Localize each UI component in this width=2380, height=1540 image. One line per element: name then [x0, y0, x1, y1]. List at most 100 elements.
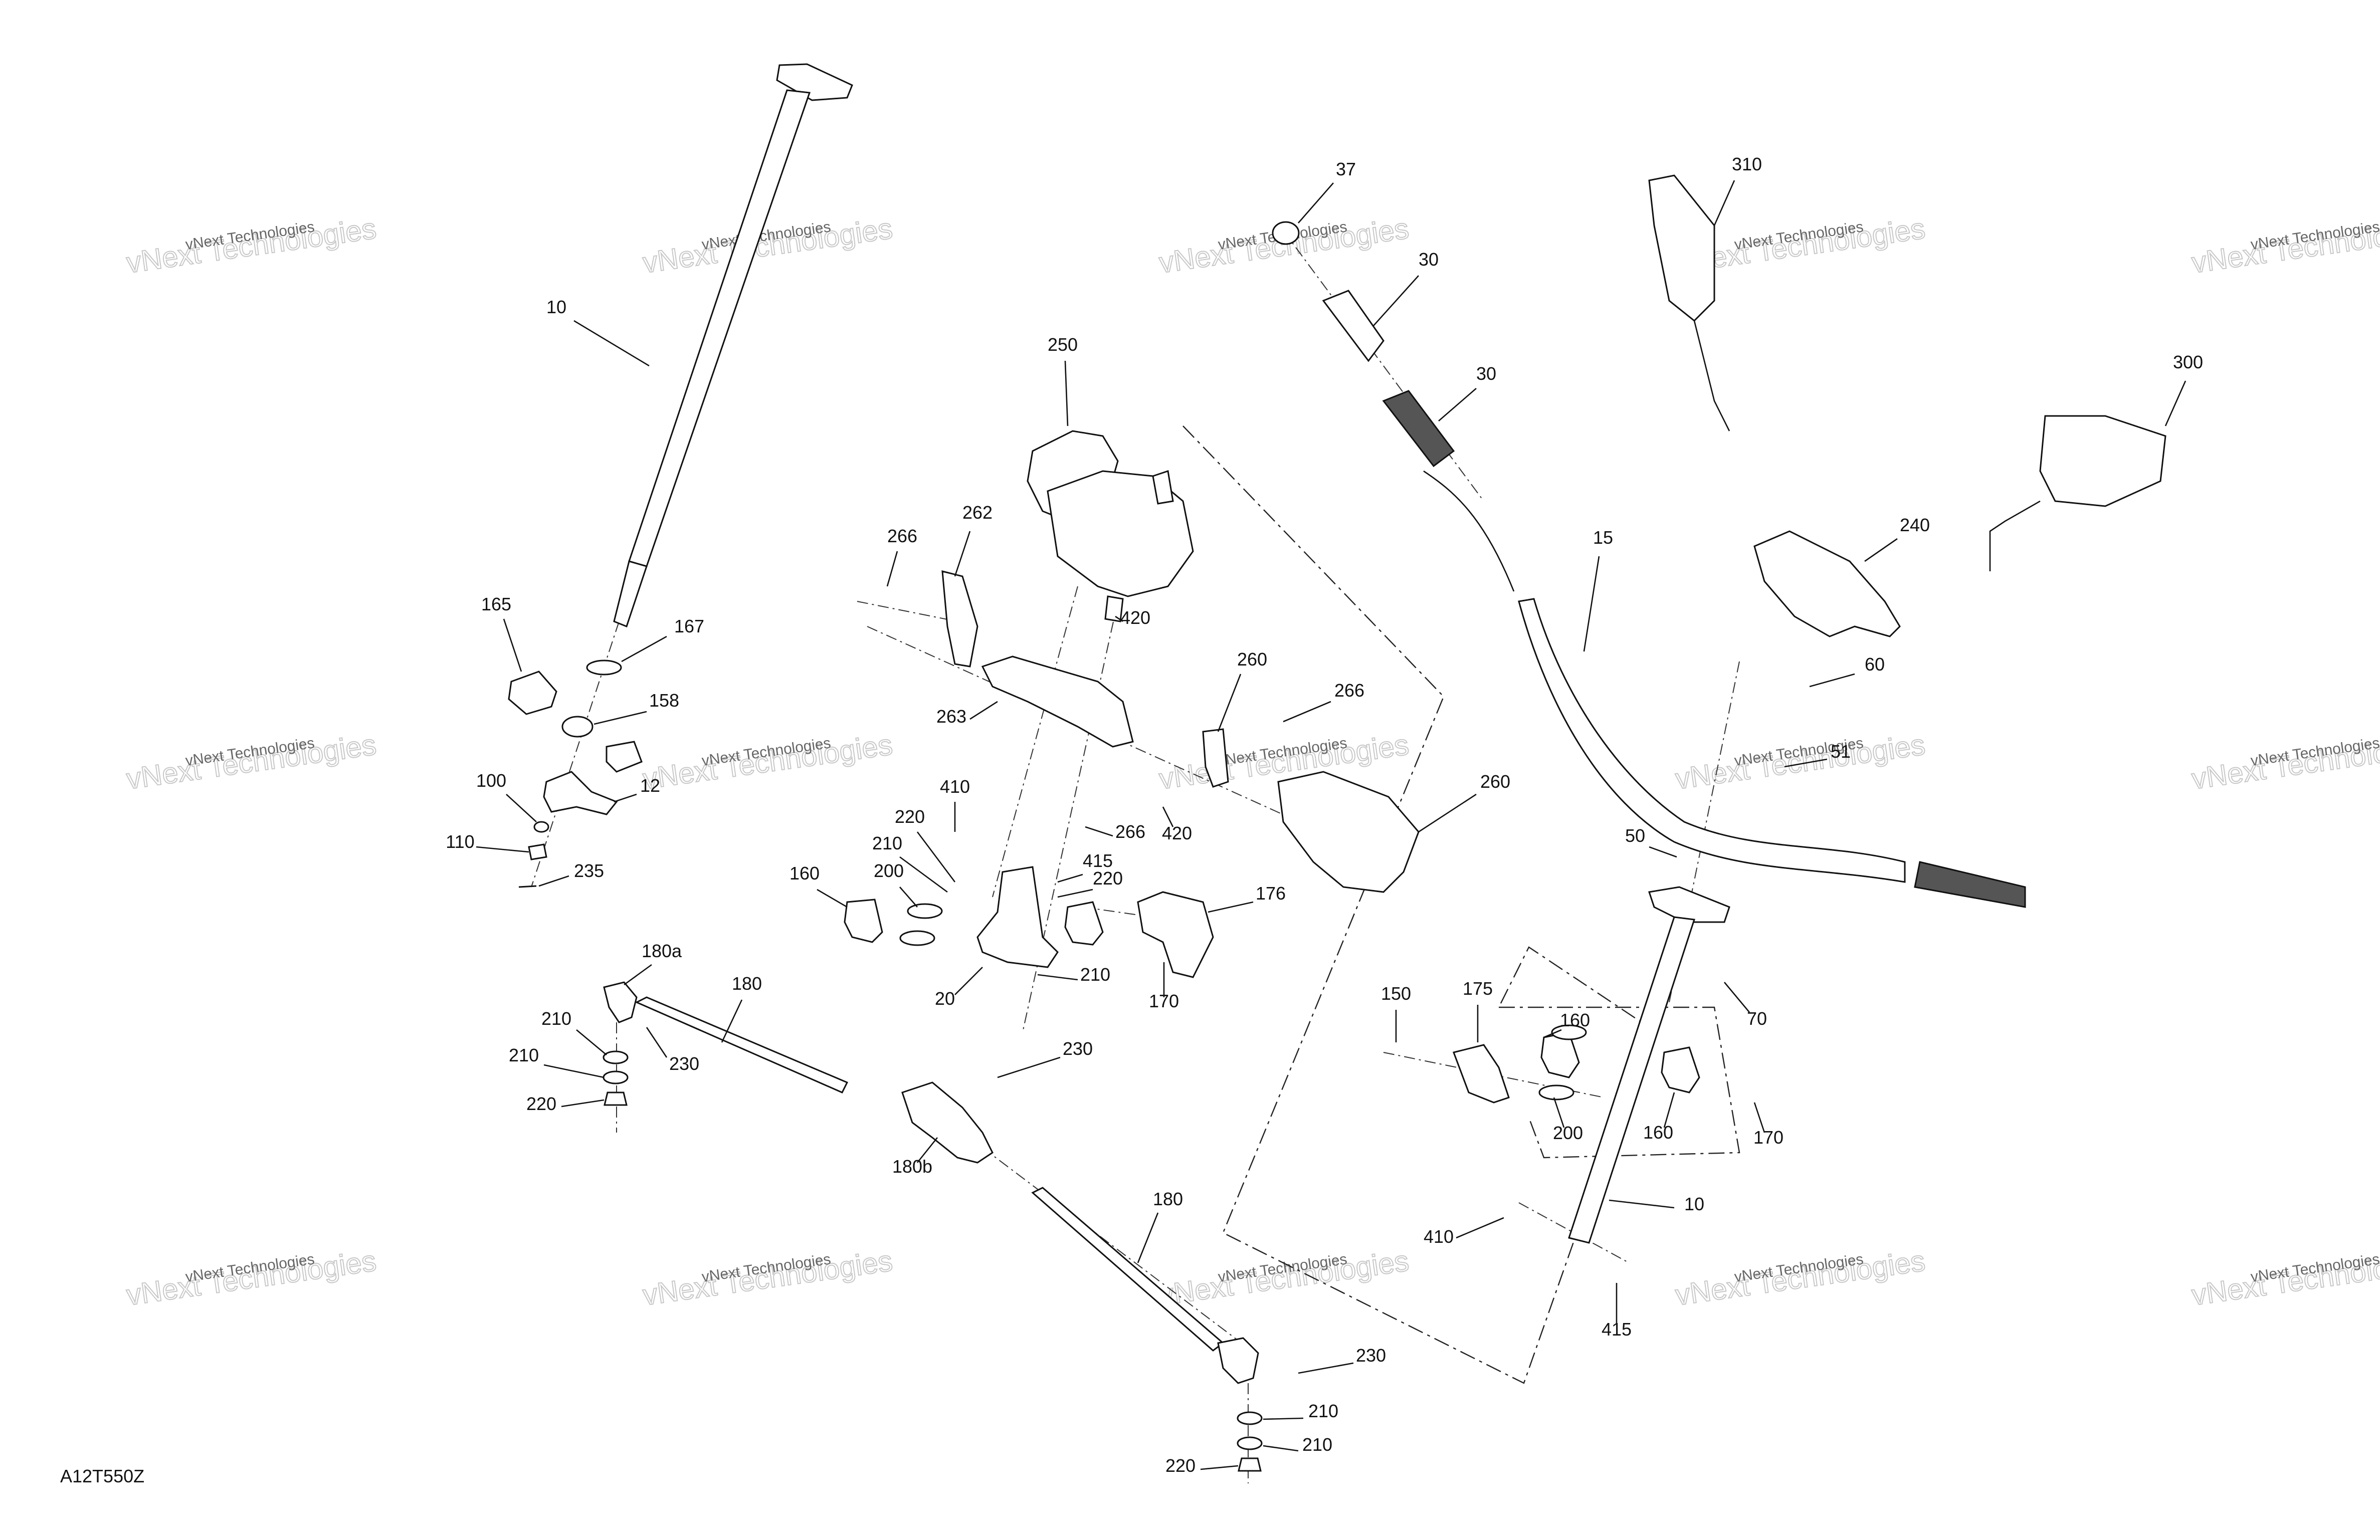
washer-210-right-a [1237, 1411, 1263, 1425]
callout-label-150: 150 [1381, 983, 1411, 1004]
callout-label-180: 180 [732, 973, 762, 994]
callout-label-266: 266 [887, 526, 917, 546]
knuckle-body [976, 866, 1059, 968]
callout-leader-410 [1456, 1217, 1504, 1239]
callout-leader-210 [1263, 1417, 1304, 1420]
callout-label-210: 210 [1302, 1434, 1332, 1455]
callout-leader-260 [1217, 674, 1242, 732]
callout-leader-210 [576, 1029, 607, 1055]
callout-leader-100 [506, 794, 537, 822]
callout-leader-262 [954, 531, 971, 577]
nut-220-right [1238, 1457, 1262, 1472]
nut-220-left [604, 1091, 628, 1106]
bushing-158 [606, 741, 643, 773]
callout-label-176: 176 [1256, 883, 1286, 904]
callout-label-60: 60 [1865, 654, 1885, 675]
callout-label-20: 20 [935, 988, 955, 1009]
callout-leader-160 [817, 889, 848, 908]
callout-label-50: 50 [1625, 825, 1645, 846]
callout-label-230: 230 [1356, 1345, 1386, 1366]
mounting-brackets [941, 570, 1420, 893]
callout-leader-210 [1263, 1445, 1299, 1452]
bracket-262 [941, 570, 978, 668]
callout-leader-10 [1609, 1199, 1675, 1209]
callout-label-266: 266 [1115, 821, 1145, 842]
steering-arm-12 [543, 771, 618, 815]
callout-leader-70 [1724, 982, 1750, 1013]
column-spline [613, 560, 648, 627]
callout-label-235: 235 [574, 860, 604, 881]
handlebar-tube [1518, 598, 1906, 883]
callout-label-260: 260 [1237, 649, 1267, 670]
throttle-cable [1423, 470, 1515, 592]
callout-label-410: 410 [940, 776, 970, 797]
callout-leader-60 [1809, 673, 1855, 688]
steering-support-phantom-box [1182, 425, 1650, 1384]
callout-leader-180b [916, 1137, 938, 1163]
bushing-160-mid [1064, 901, 1104, 946]
callout-label-167: 167 [674, 616, 704, 636]
washer-210-left-b [603, 1070, 629, 1084]
grip-30-lower [1382, 390, 1455, 468]
callout-leader-210 [543, 1064, 605, 1078]
callout-leader-310 [1713, 180, 1735, 226]
column-shaft [628, 89, 811, 567]
nut-110 [528, 843, 547, 860]
bushings-washers-left [844, 891, 1214, 978]
callout-leader-266 [1283, 701, 1331, 723]
end-cap-37 [1272, 221, 1300, 245]
callout-label-220: 220 [1093, 868, 1123, 889]
lower-bracket-parts [1453, 1024, 1700, 1104]
callout-label-300: 300 [2173, 352, 2203, 372]
callout-label-160: 160 [789, 863, 820, 884]
power-steering-unit [1027, 430, 1194, 622]
callout-leader-250 [1064, 360, 1069, 426]
cotter-pin-235 [518, 885, 537, 888]
axis-motor-support [992, 586, 1078, 898]
callout-leader-263 [969, 701, 998, 720]
axis-grip [1283, 230, 1484, 502]
callout-label-230: 230 [1063, 1038, 1093, 1059]
callout-label-160: 160 [1643, 1122, 1673, 1143]
callout-label-158: 158 [649, 690, 679, 711]
bushing-165 [508, 671, 557, 715]
callout-leader-220 [561, 1099, 605, 1108]
callout-label-110: 110 [446, 831, 474, 852]
callout-leader-37 [1298, 182, 1334, 224]
tie-rods [603, 981, 1263, 1472]
callout-label-10: 10 [546, 297, 566, 317]
callout-label-220: 220 [895, 806, 925, 827]
cover-176 [1137, 891, 1214, 978]
column-top-flange [776, 63, 853, 101]
callout-leader-230 [646, 1027, 668, 1058]
washer-200-left-a [907, 903, 943, 919]
callout-leader-266 [886, 551, 898, 587]
watermark-outline-text: vNext Technologies [1673, 728, 1927, 795]
washer-210-left-a [603, 1050, 629, 1064]
callout-leader-260 [1418, 793, 1477, 833]
callout-label-12: 12 [640, 775, 660, 796]
callout-label-15: 15 [1593, 527, 1613, 548]
watermark-outline-text: vNext Technologies [641, 1244, 894, 1311]
callout-leader-176 [1208, 901, 1254, 913]
gearbox-spline [1104, 595, 1124, 622]
callout-label-100: 100 [476, 770, 506, 791]
callout-leader-30 [1438, 388, 1477, 421]
output-shaft [1152, 470, 1174, 505]
tie-rod-lower [1031, 1187, 1225, 1352]
support-263 [981, 655, 1134, 748]
callout-label-30: 30 [1419, 249, 1439, 270]
callout-leader-30 [1373, 275, 1419, 326]
watermark-outline-text: vNext Technologies [641, 212, 894, 279]
handlebar-cover-240 [1753, 530, 1901, 637]
callout-label-250: 250 [1048, 334, 1078, 355]
bushing-160-left [844, 899, 883, 943]
callout-leader-15 [1583, 556, 1600, 652]
lower-bracket-phantom-box [1499, 1006, 1740, 1159]
tie-rod-end-right [1217, 1337, 1259, 1384]
